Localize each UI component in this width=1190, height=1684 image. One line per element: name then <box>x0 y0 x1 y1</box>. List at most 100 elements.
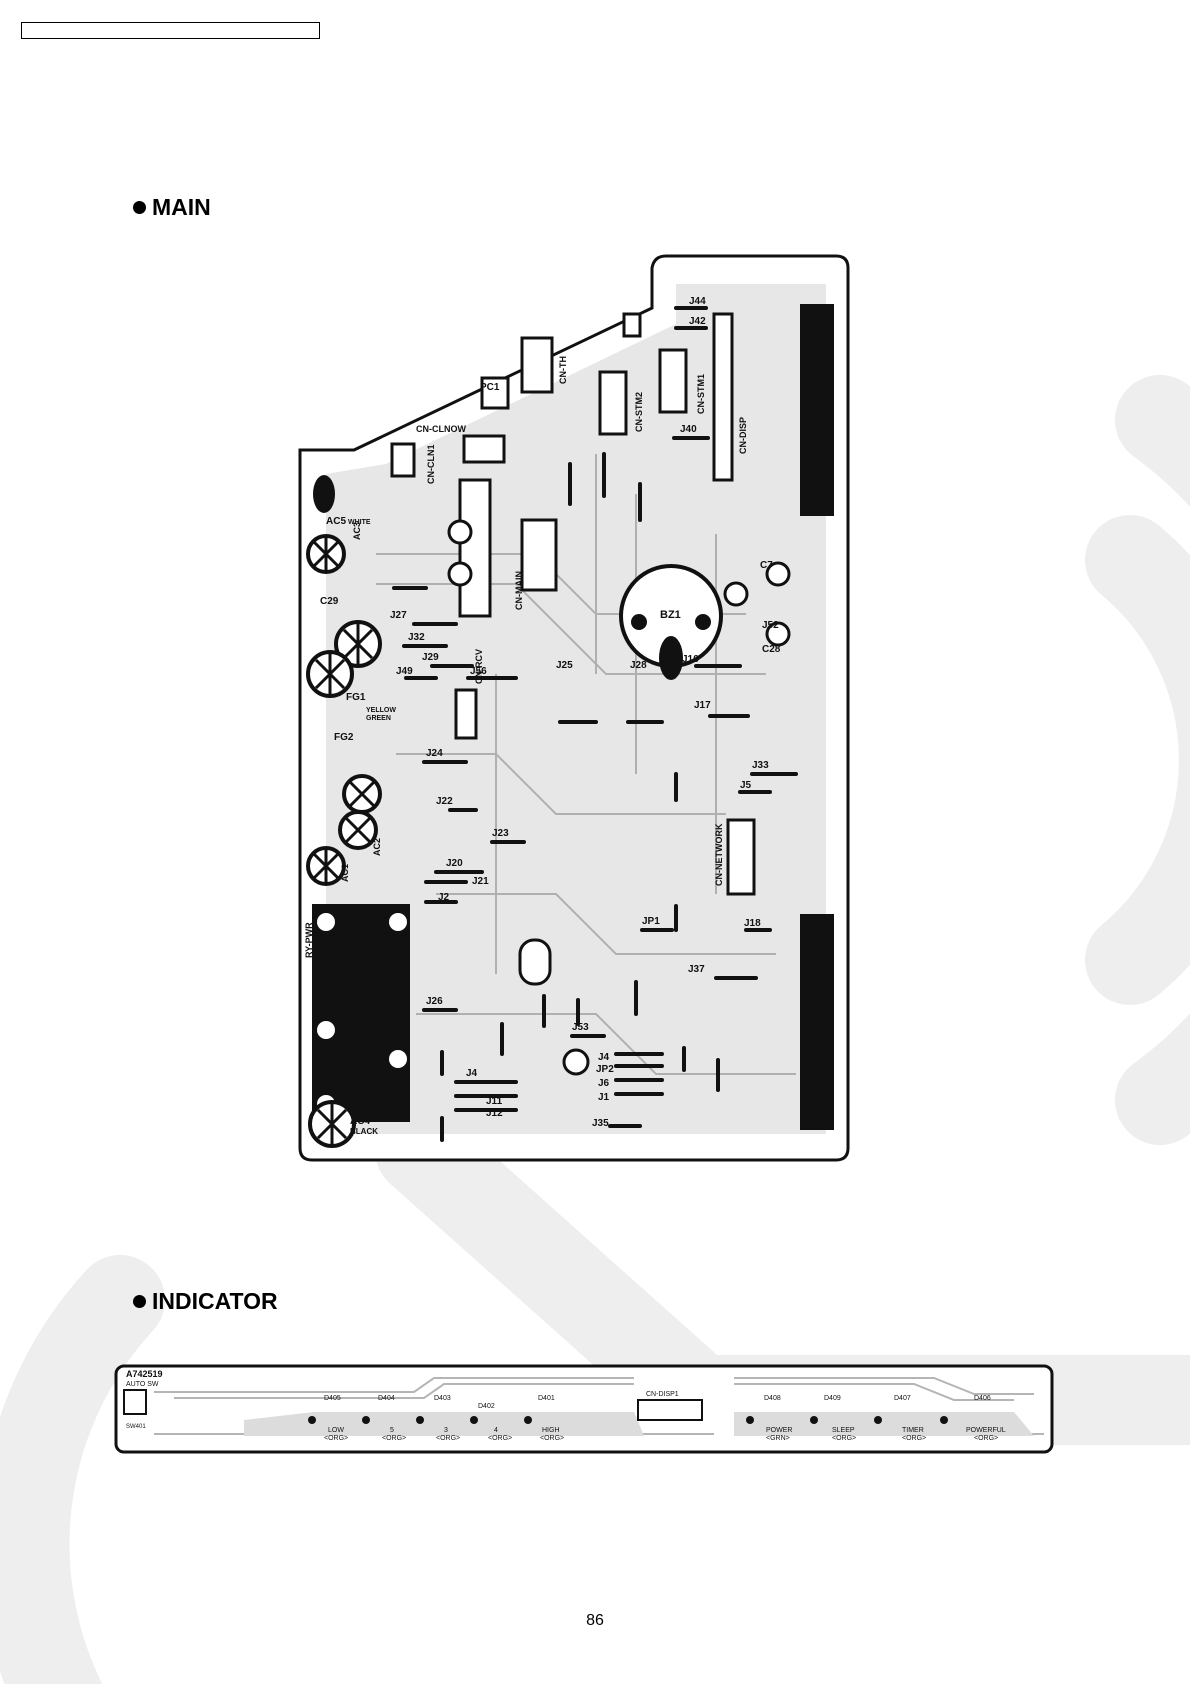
svg-text:C28: C28 <box>762 644 781 655</box>
svg-text:CN-CLN1: CN-CLN1 <box>426 445 436 485</box>
svg-text:J6: J6 <box>598 1078 610 1089</box>
svg-text:J22: J22 <box>436 796 453 807</box>
svg-text:J2: J2 <box>438 892 450 903</box>
svg-text:POWERFUL: POWERFUL <box>966 1427 1006 1434</box>
svg-text:BZ1: BZ1 <box>660 609 681 621</box>
svg-text:AC3: AC3 <box>352 522 362 540</box>
led-d406: D406 POWERFUL <ORG> <box>940 1395 1006 1442</box>
svg-text:4: 4 <box>494 1427 498 1434</box>
svg-text:J52: J52 <box>762 620 779 631</box>
svg-text:D402: D402 <box>478 1403 495 1410</box>
auto-sw-label: AUTO SW <box>126 1381 159 1388</box>
svg-text:<ORG>: <ORG> <box>324 1435 348 1442</box>
svg-text:J16: J16 <box>682 654 699 665</box>
svg-text:J12: J12 <box>486 1108 503 1119</box>
svg-text:J4: J4 <box>598 1052 610 1063</box>
svg-text:C7: C7 <box>760 560 773 571</box>
svg-text:WHITE: WHITE <box>348 519 371 526</box>
svg-text:<ORG>: <ORG> <box>832 1435 856 1442</box>
led-d401: D401 HIGH <ORG> <box>524 1395 564 1442</box>
svg-text:<ORG>: <ORG> <box>382 1435 406 1442</box>
svg-text:CN-NETWORK: CN-NETWORK <box>714 823 724 886</box>
led-d405: D405 LOW <ORG> <box>308 1395 348 1442</box>
svg-text:CN-CLNOW: CN-CLNOW <box>416 424 466 434</box>
svg-text:AC5: AC5 <box>326 516 346 527</box>
svg-text:CN-RCV: CN-RCV <box>474 649 484 684</box>
svg-text:J24: J24 <box>426 748 443 759</box>
svg-text:<ORG>: <ORG> <box>974 1435 998 1442</box>
svg-text:J49: J49 <box>396 666 413 677</box>
svg-text:AC4: AC4 <box>350 1116 370 1127</box>
svg-text:<ORG>: <ORG> <box>488 1435 512 1442</box>
led-d409: D409 SLEEP <ORG> <box>810 1395 856 1442</box>
header-frame <box>21 22 320 39</box>
svg-text:D407: D407 <box>894 1395 911 1402</box>
led-d404: D404 5 <ORG> <box>362 1395 406 1442</box>
svg-text:FG1: FG1 <box>346 692 366 703</box>
svg-text:<ORG>: <ORG> <box>902 1435 926 1442</box>
svg-text:J18: J18 <box>744 918 761 929</box>
svg-text:CN-MAIN: CN-MAIN <box>514 571 524 610</box>
svg-text:<ORG>: <ORG> <box>436 1435 460 1442</box>
svg-text:<ORG>: <ORG> <box>540 1435 564 1442</box>
svg-text:LOW: LOW <box>328 1427 344 1434</box>
svg-text:D406: D406 <box>974 1395 991 1402</box>
svg-text:5: 5 <box>390 1427 394 1434</box>
svg-text:J25: J25 <box>556 660 573 671</box>
svg-text:POWER: POWER <box>766 1427 792 1434</box>
bullet-icon <box>133 201 146 214</box>
svg-text:J1: J1 <box>598 1092 610 1103</box>
svg-text:AC1: AC1 <box>340 864 350 882</box>
svg-text:CN-STM2: CN-STM2 <box>634 392 644 432</box>
svg-text:YELLOW: YELLOW <box>366 707 396 714</box>
svg-text:J44: J44 <box>689 296 706 307</box>
svg-text:J17: J17 <box>694 700 711 711</box>
svg-text:J32: J32 <box>408 632 425 643</box>
svg-text:D405: D405 <box>324 1395 341 1402</box>
svg-text:D409: D409 <box>824 1395 841 1402</box>
svg-text:D408: D408 <box>764 1395 781 1402</box>
led-d402: D402 4 <ORG> <box>470 1403 512 1442</box>
page-number: 86 <box>586 1612 604 1629</box>
svg-text:D401: D401 <box>538 1395 555 1402</box>
svg-text:GREEN: GREEN <box>366 715 391 722</box>
svg-text:J23: J23 <box>492 828 509 839</box>
svg-text:SLEEP: SLEEP <box>832 1427 855 1434</box>
svg-text:J11: J11 <box>486 1096 503 1107</box>
svg-text:J42: J42 <box>689 316 706 327</box>
svg-text:J37: J37 <box>688 964 705 975</box>
led-d407: D407 TIMER <ORG> <box>874 1395 926 1442</box>
svg-text:J56: J56 <box>470 666 487 677</box>
led-d408: D408 POWER <GRN> <box>746 1395 792 1442</box>
svg-text:J26: J26 <box>426 996 443 1007</box>
led-d403: D403 3 <ORG> <box>416 1395 460 1442</box>
svg-text:CN-TH: CN-TH <box>558 356 568 384</box>
svg-text:JP2: JP2 <box>596 1064 614 1075</box>
svg-text:J21: J21 <box>472 876 489 887</box>
bullet-icon <box>133 1295 146 1308</box>
sw-ref-label: SW401 <box>126 1424 146 1430</box>
part-number: A742519 <box>126 1369 163 1379</box>
svg-text:D403: D403 <box>434 1395 451 1402</box>
svg-text:J5: J5 <box>740 780 752 791</box>
svg-text:HIGH: HIGH <box>542 1427 560 1434</box>
svg-text:JP1: JP1 <box>642 916 660 927</box>
main-heading-text: MAIN <box>152 194 211 220</box>
svg-text:J28: J28 <box>630 660 647 671</box>
svg-text:CN-DISP: CN-DISP <box>738 417 748 454</box>
indicator-heading-text: INDICATOR <box>152 1288 278 1314</box>
svg-text:TIMER: TIMER <box>902 1427 924 1434</box>
svg-text:PC1: PC1 <box>480 382 500 393</box>
svg-text:FG2: FG2 <box>334 732 354 743</box>
svg-text:BLACK: BLACK <box>350 1127 378 1136</box>
main-section-heading: MAIN <box>133 194 211 221</box>
svg-text:J33: J33 <box>752 760 769 771</box>
svg-text:J40: J40 <box>680 424 697 435</box>
svg-text:J53: J53 <box>572 1022 589 1033</box>
svg-text:<GRN>: <GRN> <box>766 1435 790 1442</box>
svg-text:D404: D404 <box>378 1395 395 1402</box>
svg-text:J35: J35 <box>592 1118 609 1129</box>
svg-text:AC2: AC2 <box>372 838 382 856</box>
indicator-section-heading: INDICATOR <box>133 1288 278 1315</box>
